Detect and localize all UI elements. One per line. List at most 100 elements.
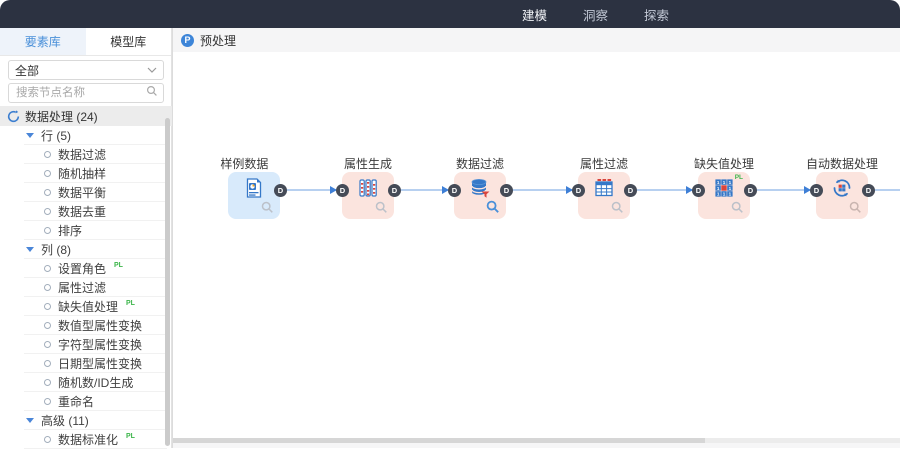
search-input[interactable]: [14, 86, 146, 100]
nav-explore[interactable]: 探索: [644, 8, 670, 23]
node-label: 数据过滤: [455, 157, 505, 171]
connection-line: [394, 189, 449, 191]
top-nav: 建模 洞察 探索: [522, 0, 669, 28]
sidebar-group-rows[interactable]: 行 (5): [0, 126, 172, 145]
sidebar-item-attr-filter[interactable]: 属性过滤: [0, 278, 172, 297]
group-label: 行 (5): [41, 129, 72, 143]
connection-line: [280, 189, 337, 191]
magnifier-icon[interactable]: [261, 201, 274, 214]
node-label: 属性生成: [343, 157, 393, 171]
node-circle-icon: [44, 151, 51, 158]
node-circle-icon: [44, 170, 51, 177]
input-port[interactable]: D: [448, 184, 461, 197]
svg-text:1: 1: [723, 180, 726, 185]
tab-preprocess[interactable]: 预处理: [200, 33, 237, 48]
magnifier-icon[interactable]: [849, 201, 862, 214]
category-filter-select[interactable]: 全部: [8, 60, 164, 80]
top-bar: 建模 洞察 探索: [0, 0, 900, 28]
node-box[interactable]: [342, 172, 394, 219]
output-port[interactable]: D: [274, 184, 287, 197]
cycle-icon: [7, 109, 20, 122]
nav-modeling[interactable]: 建模: [522, 8, 548, 23]
sidebar-item-string-transform[interactable]: 字符型属性变换: [0, 335, 172, 354]
triangle-expand-icon: [26, 418, 34, 423]
sidebar-item-sort[interactable]: 排序: [0, 221, 172, 240]
pipeline-icon: P: [181, 33, 194, 47]
sidebar-item-random-sampling[interactable]: 随机抽样: [0, 164, 172, 183]
input-port[interactable]: D: [336, 184, 349, 197]
sidebar-item-date-transform[interactable]: 日期型属性变换: [0, 354, 172, 373]
node-circle-icon: [44, 379, 51, 386]
output-port[interactable]: D: [862, 184, 875, 197]
item-label: 数据过滤: [58, 148, 107, 162]
output-port[interactable]: D: [744, 184, 757, 197]
category-label: 数据处理 (24): [25, 109, 98, 124]
connection-arrow-icon: [566, 186, 573, 194]
input-port[interactable]: D: [810, 184, 823, 197]
magnifier-icon[interactable]: [375, 201, 388, 214]
sidebar-item-data-filter[interactable]: 数据过滤: [0, 145, 172, 164]
item-label: 数据标准化: [58, 433, 119, 447]
database-filter-icon: [471, 179, 490, 198]
chevron-down-icon: [147, 67, 157, 73]
sidebar-group-columns[interactable]: 列 (8): [0, 240, 172, 259]
item-label: 缺失值处理: [58, 300, 119, 314]
node-circle-icon: [44, 322, 51, 329]
tab-model-library[interactable]: 模型库: [85, 28, 171, 55]
item-label: 属性过滤: [58, 281, 107, 295]
node-box[interactable]: [454, 172, 506, 219]
connection-line: [506, 189, 573, 191]
pl-badge: PL: [126, 300, 135, 307]
magnifier-icon[interactable]: [611, 201, 624, 214]
node-box[interactable]: [228, 172, 280, 219]
grid-ones-icon: 1 1 1 1 1 1 1 1: [715, 179, 733, 197]
sidebar-item-random-id[interactable]: 随机数/ID生成: [0, 373, 172, 392]
sidebar-item-set-role[interactable]: 设置角色 PL: [0, 259, 172, 278]
node-box[interactable]: [816, 172, 868, 219]
pl-badge: PL: [734, 174, 743, 181]
item-label: 重命名: [58, 395, 95, 409]
sidebar-item-numeric-transform[interactable]: 数值型属性变换: [0, 316, 172, 335]
output-port[interactable]: D: [388, 184, 401, 197]
item-label: 数值型属性变换: [58, 319, 143, 333]
canvas-bottom-strip: [173, 443, 900, 448]
svg-text:1: 1: [717, 186, 720, 191]
connection-arrow-icon: [804, 186, 811, 194]
node-circle-icon: [44, 303, 51, 310]
input-port[interactable]: D: [692, 184, 705, 197]
magnifier-icon[interactable]: [486, 200, 500, 214]
input-port[interactable]: D: [572, 184, 585, 197]
triangle-expand-icon: [26, 247, 34, 252]
nav-insight[interactable]: 洞察: [583, 8, 609, 23]
sidebar-item-normalize[interactable]: 数据标准化 PL: [0, 430, 172, 449]
svg-text:1: 1: [729, 192, 732, 197]
output-port[interactable]: D: [624, 184, 637, 197]
sidebar-item-dedup[interactable]: 数据去重: [0, 202, 172, 221]
sidebar-scrollbar[interactable]: [165, 118, 170, 446]
node-label: 自动数据处理: [805, 157, 879, 171]
table-filter-icon: [595, 179, 613, 197]
sidebar-group-advanced[interactable]: 高级 (11): [0, 411, 172, 430]
node-label: 样例数据: [220, 157, 269, 171]
columns-generate-icon: [359, 179, 377, 197]
canvas-hscrollbar-track[interactable]: [173, 438, 900, 443]
node-circle-icon: [44, 189, 51, 196]
node-box[interactable]: 1 1 1 1 1 1 1 1 PL: [698, 172, 750, 219]
item-label: 排序: [58, 224, 83, 238]
document-report-icon: [246, 178, 262, 198]
tab-element-library[interactable]: 要素库: [0, 28, 86, 55]
sidebar-item-rename[interactable]: 重命名: [0, 392, 172, 411]
node-box[interactable]: [578, 172, 630, 219]
canvas-hscrollbar-thumb[interactable]: [173, 438, 705, 443]
sidebar-item-missing-value[interactable]: 缺失值处理 PL: [0, 297, 172, 316]
sidebar-item-data-balance[interactable]: 数据平衡: [0, 183, 172, 202]
pl-badge: PL: [114, 262, 123, 269]
magnifier-icon[interactable]: [731, 201, 744, 214]
group-label: 列 (8): [41, 243, 72, 257]
sidebar-category-data-processing[interactable]: 数据处理 (24): [0, 106, 172, 126]
node-search-box[interactable]: [8, 83, 164, 103]
workflow-canvas[interactable]: 样例数据 D: [173, 52, 900, 438]
output-port[interactable]: D: [500, 184, 513, 197]
svg-text:1: 1: [729, 180, 732, 185]
